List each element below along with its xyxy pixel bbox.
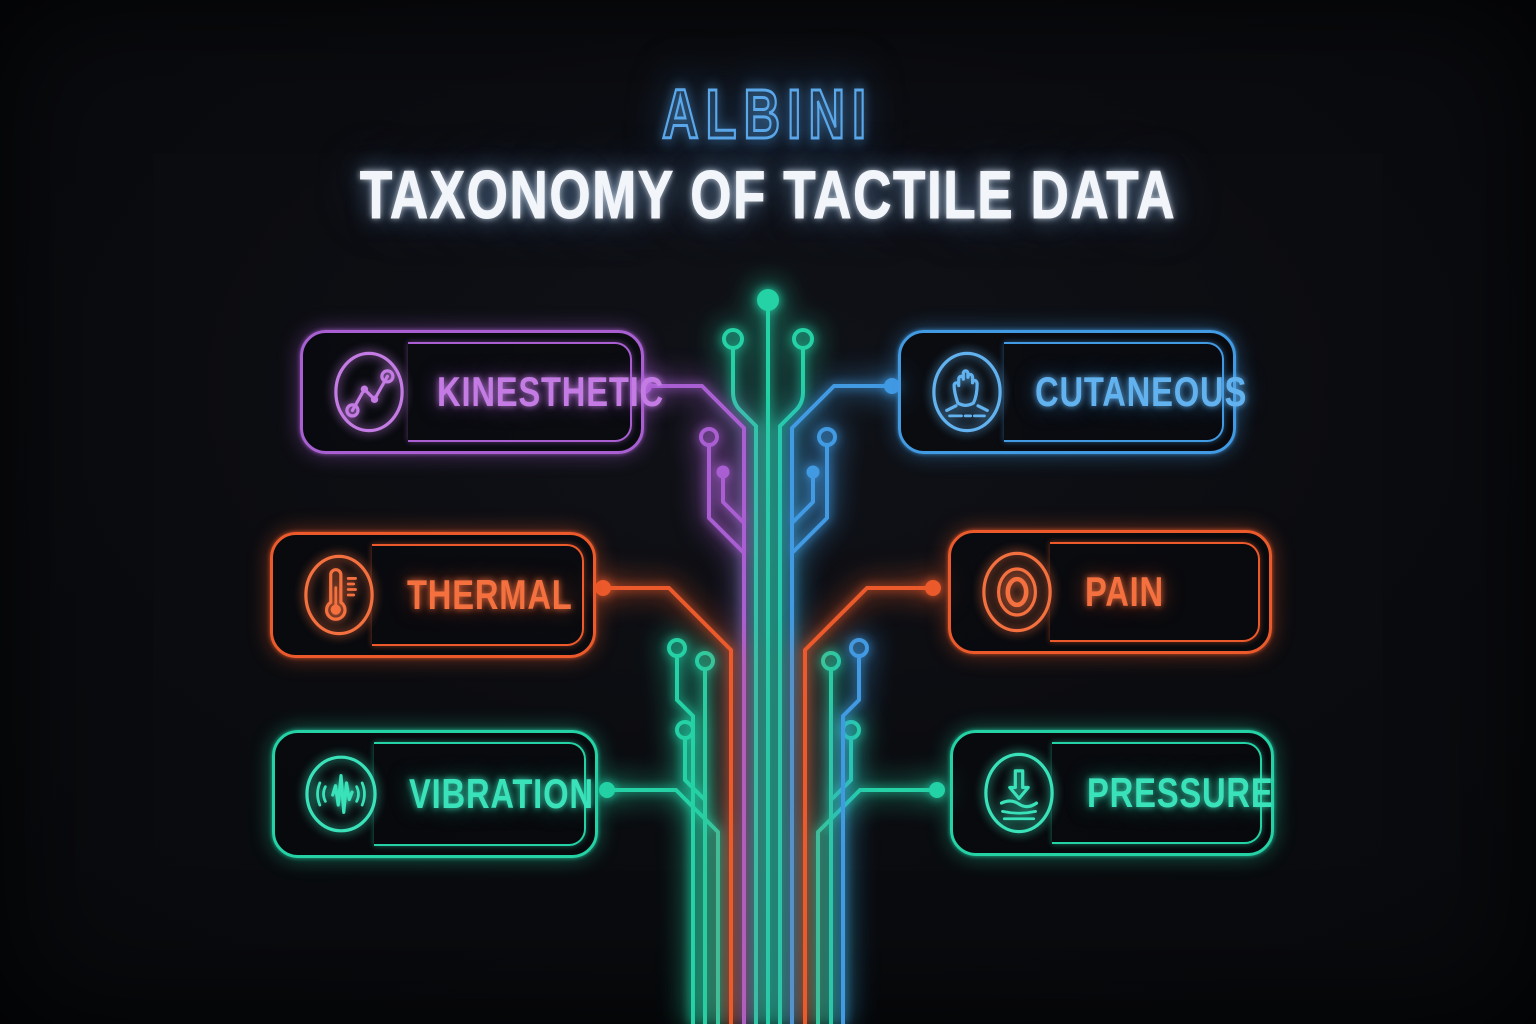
- purple-traces: [636, 378, 746, 1024]
- blue-traces: [790, 378, 900, 1024]
- radiating-rings-icon: [971, 542, 1063, 642]
- node-box-cutaneous: CUTANEOUS: [898, 330, 1246, 454]
- thermometer-icon: [293, 545, 385, 645]
- node-box-pain: PAIN: [948, 530, 1272, 654]
- node-label: PRESSURE: [1087, 769, 1274, 816]
- press-down-icon: [973, 743, 1065, 843]
- orange-traces: [595, 580, 941, 1024]
- node-label: THERMAL: [407, 571, 573, 618]
- node-box-thermal: THERMAL: [270, 532, 596, 658]
- tree-root-dot: [757, 289, 779, 311]
- node-box-pressure: PRESSURE: [950, 730, 1274, 856]
- hand-touch-icon: [921, 342, 1013, 442]
- trend-graph-icon: [323, 342, 415, 442]
- node-label: VIBRATION: [409, 770, 594, 817]
- brand-title: ALBINI: [661, 74, 874, 155]
- node-box-kinesthetic: KINESTHETIC: [300, 330, 663, 454]
- node-label: CUTANEOUS: [1035, 368, 1248, 415]
- waveform-icon: [295, 744, 387, 844]
- node-label: PAIN: [1085, 568, 1164, 615]
- node-box-vibration: VIBRATION: [272, 730, 598, 858]
- teal-traces: [599, 289, 945, 1024]
- title-block: ALBINI TAXONOMY OF TACTILE DATA: [0, 74, 1536, 234]
- page-title: TAXONOMY OF TACTILE DATA: [359, 157, 1177, 234]
- node-label: KINESTHETIC: [437, 368, 664, 415]
